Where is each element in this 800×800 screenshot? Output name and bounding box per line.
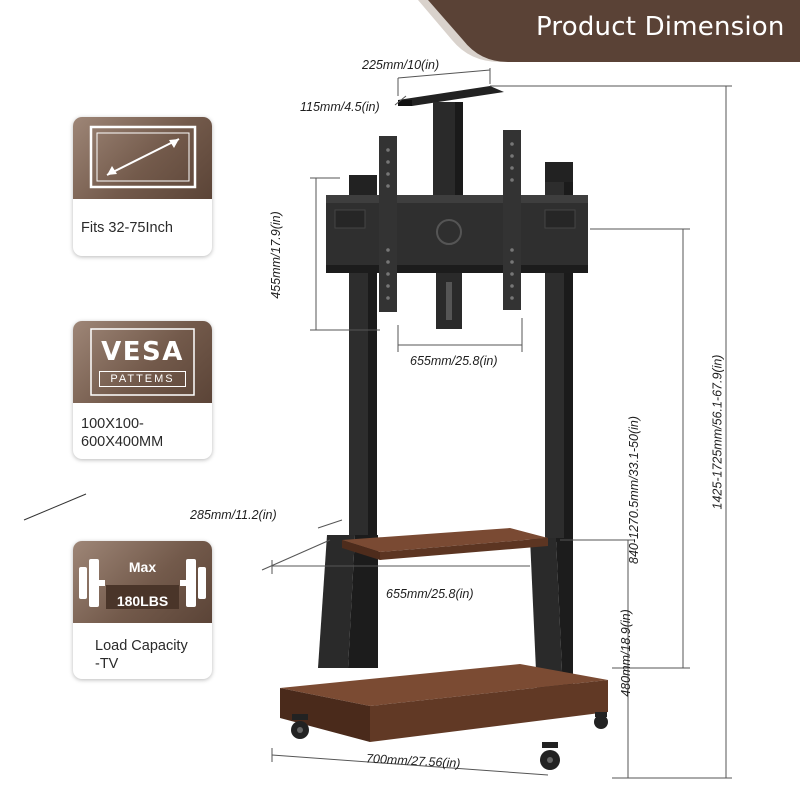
top-plate-edge	[398, 100, 412, 106]
bracket-slot-right	[544, 209, 576, 229]
card-label-line2: 600X400MM	[81, 434, 164, 450]
card-label-line1: 100X100-	[81, 416, 144, 432]
card-label-line2: -TV	[95, 656, 119, 672]
left-leg-front	[318, 535, 355, 668]
card-header: VESA PATTEMS	[73, 321, 212, 403]
decorative-line	[23, 493, 87, 521]
vesa-arm-right	[503, 130, 521, 310]
base-front	[370, 680, 608, 742]
feature-card-screen-size: Fits 32-75Inch	[73, 117, 212, 256]
load-max-label: Max	[128, 559, 157, 575]
dim-total-height: 1425-1725mm/56.1-67.9(in)	[710, 354, 725, 510]
vesa-arm-holes	[386, 142, 514, 300]
caster-wheels	[291, 712, 608, 770]
base-left-edge	[280, 688, 370, 742]
bracket-slot-left	[334, 209, 366, 229]
left-upright-shade	[368, 175, 377, 535]
header-banner: Product Dimension	[0, 0, 800, 62]
middle-shelf-edge	[342, 540, 380, 560]
feature-card-load: Max 180LBS Load Capacity -TV	[73, 541, 212, 679]
dim-top-plate-depth: 115mm/4.5(in)	[300, 100, 380, 114]
dimension-lines	[261, 68, 732, 779]
center-column-shade	[455, 102, 463, 202]
middle-shelf-top	[342, 528, 548, 552]
right-upright-shade	[564, 162, 573, 542]
right-upright-cap	[545, 162, 573, 182]
bracket-hole	[436, 219, 462, 245]
screen-diagonal-icon	[89, 125, 197, 189]
dim-shelf-height: 480mm/18.9(in)	[618, 609, 633, 697]
dim-shelf-depth: 285mm/11.2(in)	[190, 508, 277, 522]
card-header	[73, 117, 212, 199]
feature-card-vesa: VESA PATTEMS 100X100- 600X400MM	[73, 321, 212, 459]
card-header: Max 180LBS	[73, 541, 212, 623]
vesa-arm-left	[379, 136, 397, 312]
left-upright-cap	[349, 175, 377, 195]
card-label: Fits 32-75Inch	[81, 220, 173, 236]
left-leg-side	[348, 535, 378, 668]
vesa-badge-main: VESA	[101, 337, 184, 367]
vesa-badge-sub: PATTEMS	[99, 371, 186, 387]
banner-title: Product Dimension	[536, 12, 785, 42]
banner-shape	[418, 0, 800, 62]
top-plate	[398, 86, 504, 106]
dumbbell-icon	[79, 559, 206, 609]
load-lbs-label: 180LBS	[116, 593, 169, 609]
center-slot-hole	[446, 282, 452, 320]
base-top	[280, 664, 608, 706]
dim-top-plate-width: 225mm/10(in)	[362, 58, 440, 72]
dim-adjust-height: 840-1270.5mm/33.1-50(in)	[627, 416, 641, 564]
card-label-line1: Load Capacity	[95, 638, 188, 654]
right-leg-side	[556, 538, 573, 715]
mount-bracket	[326, 195, 588, 273]
middle-shelf-front	[380, 538, 548, 560]
dim-bracket-height: 455mm/17.9(in)	[268, 211, 283, 299]
dim-shelf-width: 655mm/25.8(in)	[386, 587, 474, 601]
vesa-badge-icon	[90, 328, 195, 396]
mount-bracket-top	[326, 195, 588, 203]
dim-bracket-width: 655mm/25.8(in)	[410, 354, 498, 368]
mount-bracket-bottom	[326, 265, 588, 273]
